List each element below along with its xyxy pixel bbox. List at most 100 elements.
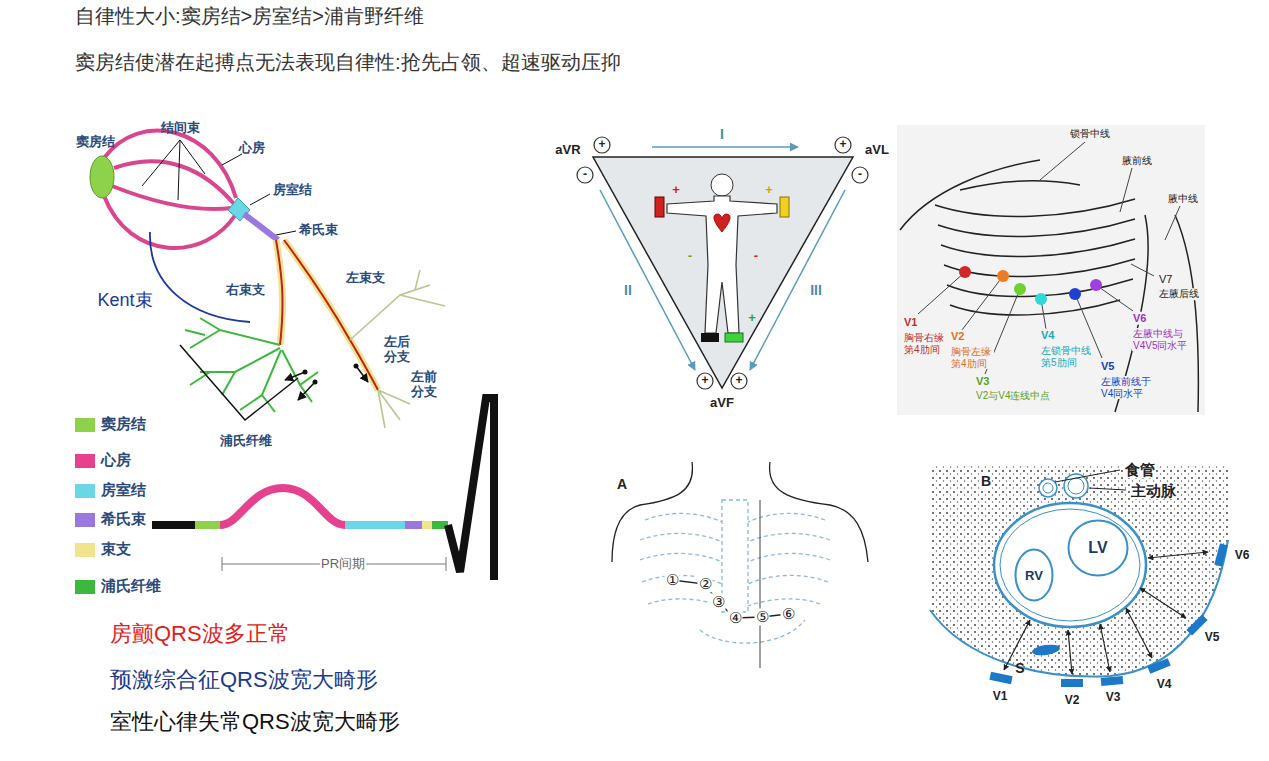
drawing-part-part [935,199,1135,216]
legend-swatch [75,454,95,468]
conduction-system-part [114,161,234,204]
conduction-system-part [150,232,250,322]
note-text: 预激综合征QRS波宽大畸形 [110,667,378,692]
einthoven-triangle-part [652,146,798,148]
drawing-part-part [640,553,722,562]
drawing-part-part [1131,264,1154,276]
drawing-part-part [190,372,210,385]
part-label: 窦房结 [76,135,115,150]
legend-text: 窦房结 [101,415,146,434]
conduction-system [90,131,445,428]
part-label: S [1015,660,1024,676]
cross-section-b-part [1000,509,1140,621]
drawing-part-part [852,167,868,183]
callout-number: ⑤ [755,608,770,625]
cross-section-b-part [994,503,1146,627]
lead-name: aVR [555,143,580,158]
chest-leads-part [1014,283,1026,295]
lead-name: V2 [1065,694,1080,708]
drawing-part-part [1214,543,1227,566]
polarity-sign: - [754,249,758,264]
callout-number: ① [665,571,680,588]
drawing-part-part [1068,630,1072,674]
legend-text: 希氏束 [101,510,146,529]
einthoven-triangle [577,137,868,389]
drawing-part-part [960,181,1080,190]
conduction-system-part [178,140,180,200]
drawing-part-part [900,160,1040,230]
note-text: 房颤QRS波多正常 [110,621,290,646]
chamber-node: RV [1014,548,1054,602]
ecg-strip-part [405,521,422,529]
drawing-part [350,270,445,428]
ecg-strip-part [448,398,494,580]
cross-section-b-part [1055,470,1120,482]
polarity-sign: + [735,374,742,388]
polarity-sign: + [701,374,708,388]
conduction-system-part [180,345,298,420]
drawing-part-part [1147,658,1170,674]
heading-note: 自律性大小:窦房结>房室结>浦肯野纤维 [75,5,424,28]
polarity-sign: + [765,183,773,198]
drawing-part-part [938,219,1135,236]
drawing-part [900,160,1198,412]
drawing-part-part [962,276,1003,330]
einthoven-triangle-part [667,196,777,333]
position-note: 左腋后线 [1158,288,1200,300]
conduction-system-part [90,156,114,198]
lead-name: II [624,282,632,298]
drawing-part-part [697,373,713,389]
chest-figure-a [612,462,868,668]
position-note: 胸骨右缘第4肋间 [903,332,947,355]
drawing-part-part [282,350,312,402]
part-label: 结间束 [161,121,200,136]
lead-name: V5 [1100,360,1115,373]
polarity-sign: - [583,168,587,182]
line-label: 腋前线 [1121,155,1153,167]
part-label: 希氏束 [299,223,338,238]
drawing-part-part [941,239,1135,256]
drawing-part-part [1186,614,1207,635]
line-label: 锁骨中线 [1069,128,1111,140]
cross-section-b-part [1043,483,1053,493]
conduction-system-part [276,240,283,345]
chest-leads-part [997,270,1009,282]
einthoven-triangle-part [714,214,730,232]
conduction-system-part [180,140,205,174]
einthoven-triangle-part [701,333,719,342]
legend-text: 束支 [101,540,131,559]
conduction-system-part [284,240,378,390]
conduction-system-part [244,214,278,240]
chest-leads-part [897,125,1205,415]
chest-leads [897,125,1205,415]
drawing-part-part [594,137,610,153]
position-note: V2与V4连线中点 [975,390,1051,402]
cross-section-b-part [1031,643,1060,657]
conduction-system-part [112,186,232,209]
lead-name: aVL [865,143,889,158]
chest-leads-part [1090,279,1102,291]
part-label: 房室结 [273,183,312,198]
panel-letter: B [980,473,992,489]
drawing-part-part [240,350,281,410]
drawing-part-part [1096,285,1133,311]
cross-section-b [930,465,1228,687]
lead-name: V6 [1235,549,1250,563]
drawing-part-part [944,259,1135,276]
lead-name: V7 [1158,273,1173,286]
lead-name: III [810,282,822,298]
note-text: 室性心律失常QRS波宽大畸形 [110,709,400,734]
position-note: 左腋前线于V4同水平 [1100,376,1155,399]
annotation: Kent束 [96,290,153,311]
chest-figure-a-part [612,462,692,562]
panel-letter: A [617,476,627,492]
drawing-part-part [918,272,965,314]
einthoven-triangle-part [750,190,845,370]
lead-name: V1 [993,690,1008,704]
chest-figure-a-part [770,462,868,562]
drawing-part-part [1101,676,1124,686]
part-label: 左前分支 [411,370,438,400]
drawing-part [577,137,868,389]
position-note: 左锁骨中线第5肋间 [1040,345,1094,368]
